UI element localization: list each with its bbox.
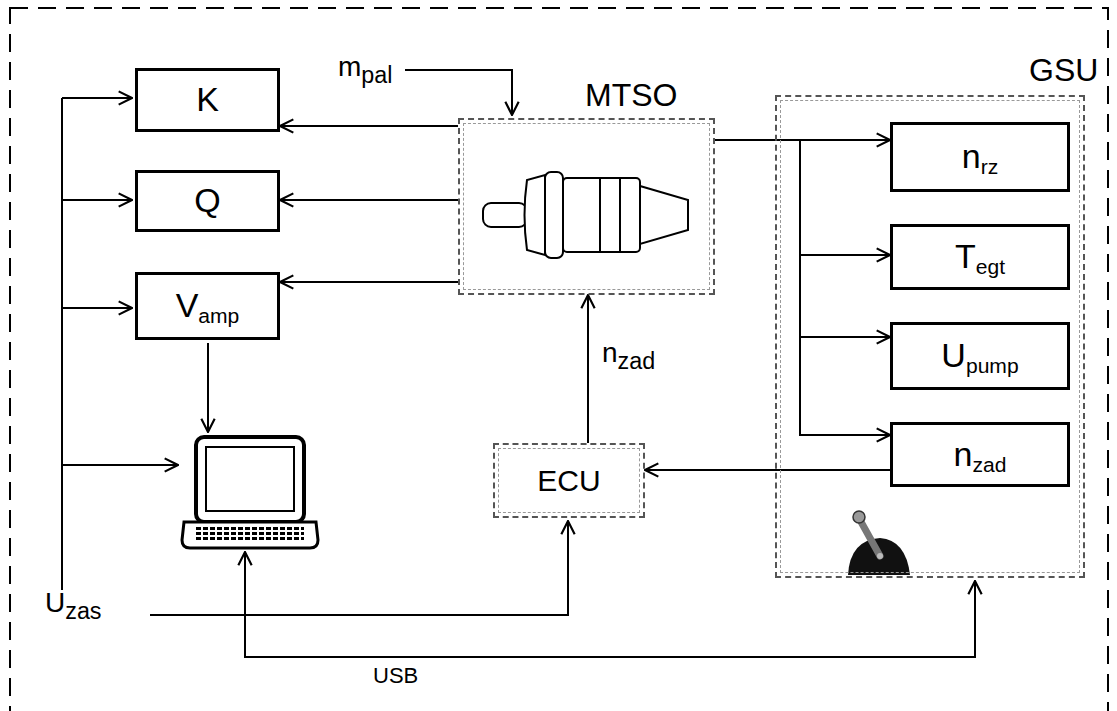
measure-box: K (135, 68, 280, 132)
ecu-block: ECU (493, 443, 645, 518)
signal-connector (645, 469, 890, 471)
node-text: Tegt (955, 238, 1005, 275)
node-text: Q (194, 182, 220, 219)
signal-name: Uzas (45, 588, 102, 624)
node-text: nrz (962, 138, 998, 175)
engine-block: MTSO (458, 118, 715, 295)
node-text: K (196, 81, 219, 118)
signal-connector (280, 125, 458, 127)
signal-box: Upump (890, 322, 1070, 390)
signal-connector (280, 281, 458, 283)
ground-support-unit: GSUnrzTegtUpumpnzad (775, 95, 1085, 578)
signal-connector (715, 140, 890, 337)
turbine-icon (483, 172, 688, 258)
signal-box: nrz (890, 122, 1070, 192)
node-text: ECU (537, 464, 600, 497)
outer-frame (10, 8, 1108, 711)
measure-box: Q (135, 170, 280, 232)
signal-connector (715, 140, 890, 255)
bus-name: USB (373, 664, 418, 688)
connector-label: nzad (600, 338, 657, 374)
node-text: MTSO (585, 78, 677, 113)
throttle-lever-icon (848, 511, 910, 575)
signal-box: Tegt (890, 224, 1070, 290)
node-text: nzad (954, 436, 1007, 473)
signal-connector (715, 140, 890, 435)
laptop-icon (182, 437, 318, 548)
signal-box: nzad (890, 422, 1070, 487)
supply-wires (62, 70, 975, 657)
node-text: Upump (941, 337, 1018, 374)
node-text: GSU (1029, 53, 1098, 88)
signal-name: mpal (338, 52, 392, 88)
signal-connector (587, 295, 589, 443)
node-text: Vamp (176, 287, 240, 324)
signal-connector (280, 199, 458, 201)
measure-box: Vamp (135, 272, 280, 340)
